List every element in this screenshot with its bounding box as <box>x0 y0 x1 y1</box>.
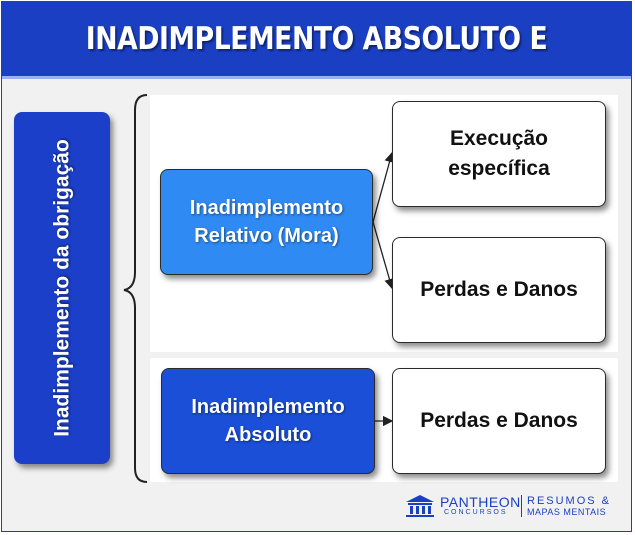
logo-sub: CONCURSOS <box>444 509 508 516</box>
header-stripe <box>2 76 631 79</box>
logo-right-line2: MAPAS MENTAIS <box>527 507 607 517</box>
relative-line2: Relativo (Mora) <box>194 225 339 247</box>
absolute-line2: Absoluto <box>224 424 312 446</box>
execucao-node: Execução específica <box>392 101 606 207</box>
absolute-node: Inadimplemento Absoluto <box>161 368 375 474</box>
perdas-absoluto-node: Perdas e Danos <box>392 368 606 474</box>
temple-icon <box>406 495 434 517</box>
root-brace <box>123 94 148 483</box>
execucao-line2: específica <box>448 157 550 180</box>
perdas-absoluto-label: Perdas e Danos <box>420 409 578 432</box>
relative-line1: Inadimplemento <box>189 197 344 219</box>
arrow-to-execucao <box>372 151 395 223</box>
perdas-relativo-label: Perdas e Danos <box>420 278 578 301</box>
absolute-line1: Inadimplemento <box>191 396 345 418</box>
logo-right-line1: RESUMOS & <box>527 495 612 507</box>
relative-node: Inadimplemento Relativo (Mora) <box>160 169 373 275</box>
execucao-line1: Execução <box>449 127 549 150</box>
pantheon-logo: PANTHEON CONCURSOS RESUMOS & MAPAS MENTA… <box>404 492 626 522</box>
logo-brand: PANTHEON <box>440 494 521 510</box>
logo-separator <box>521 495 522 517</box>
root-box: Inadimplemento da obrigação <box>14 112 110 464</box>
arrow-to-perdas-relativo <box>372 221 395 290</box>
perdas-relativo-node: Perdas e Danos <box>392 237 606 343</box>
